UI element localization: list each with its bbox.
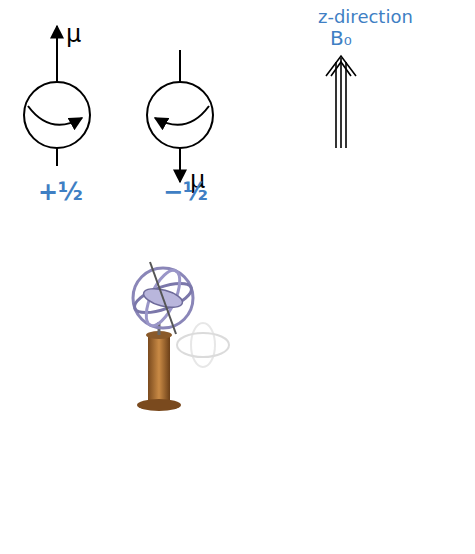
field-arrow	[326, 56, 356, 148]
spin-quantum-number: −½	[163, 180, 208, 204]
moment-symbol: μ	[66, 22, 81, 46]
spin-quantum-number: +½	[38, 180, 83, 204]
gyroscope	[131, 262, 229, 411]
spin-up-particle	[24, 26, 90, 166]
spin-down-particle	[147, 50, 213, 182]
axis-label: z-direction	[318, 8, 413, 26]
field-label: B₀	[330, 28, 352, 48]
